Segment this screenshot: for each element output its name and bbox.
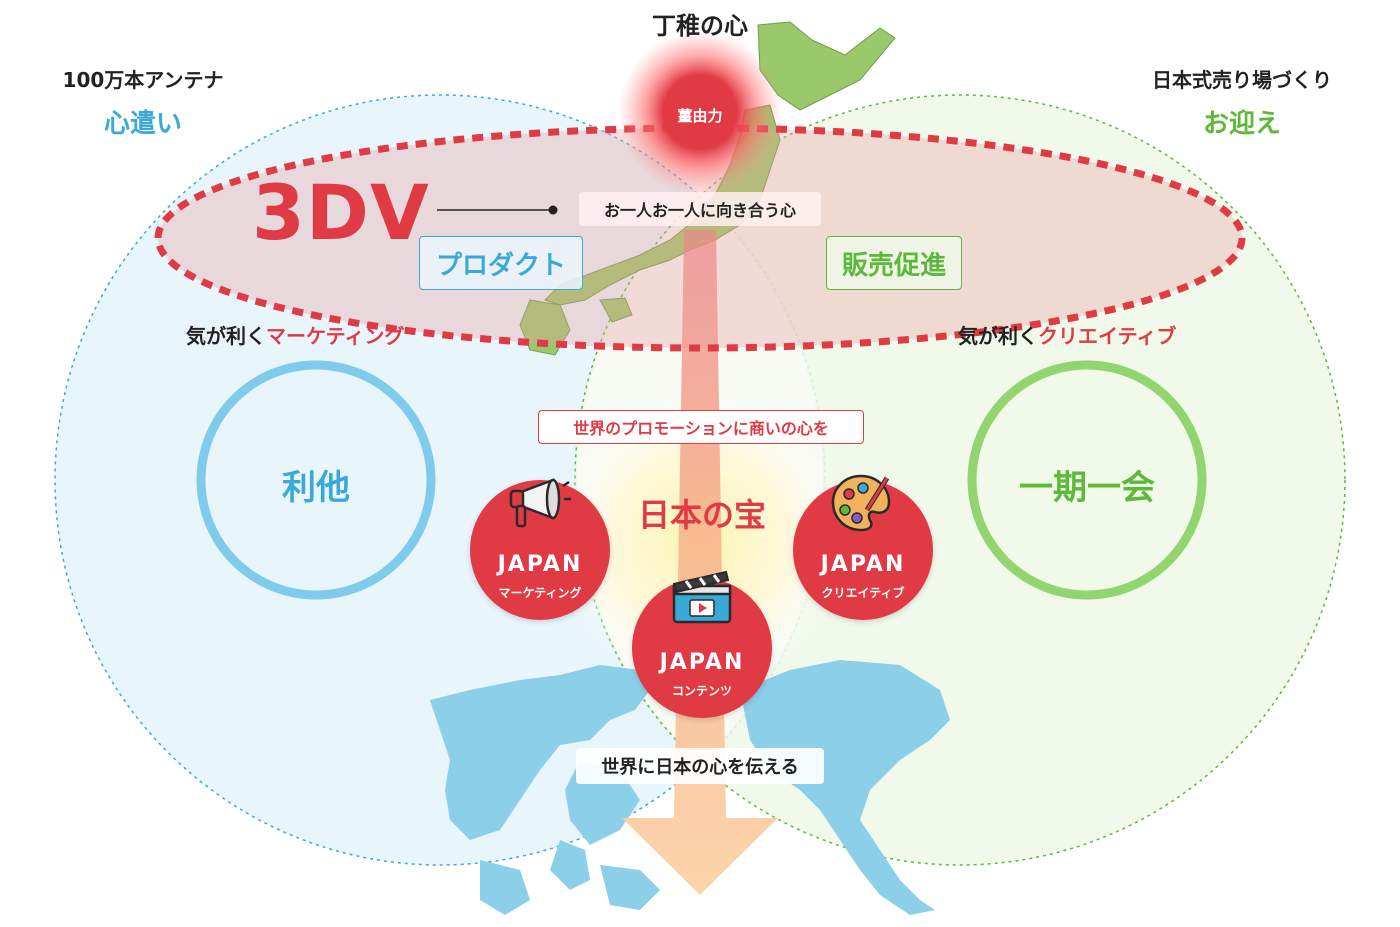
promo-label: 世界のプロモーションに商いの心を — [538, 410, 864, 444]
right-sub-prefix: 気が利く — [958, 324, 1038, 348]
connector-dot — [548, 205, 558, 215]
left-caption: 100万本アンテナ — [62, 68, 224, 92]
product-box: プロダクト — [419, 236, 583, 290]
badge-contents-sub: コンテンツ — [671, 684, 732, 698]
left-sub-highlight: マーケティング — [266, 324, 405, 348]
bottom-label: 世界に日本の心を伝える — [576, 748, 824, 784]
3dv-ellipse — [154, 124, 1246, 352]
core-label: 薑由力 — [677, 107, 723, 125]
clapperboard-icon — [672, 570, 732, 624]
right-ring — [967, 360, 1207, 600]
right-caption: 日本式売り場づくり — [1152, 68, 1332, 92]
badge-marketing-title: JAPAN — [497, 552, 583, 577]
promotion-box: 販売促進 — [826, 236, 962, 290]
down-arrow — [622, 230, 778, 895]
right-subtitle: 気が利くクリエイティブ — [958, 320, 1176, 349]
treasure-label: 日本の宝 — [637, 496, 767, 534]
core-glow — [618, 30, 782, 194]
right-heading: お迎え — [1202, 109, 1282, 139]
badge-creative: JAPAN クリエイティブ — [793, 474, 933, 620]
left-sub-prefix: 気が利く — [186, 324, 266, 348]
badge-creative-sub: クリエイティブ — [821, 586, 905, 600]
left-ring-label: 利他 — [282, 468, 350, 508]
badge-marketing-sub: マーケティング — [498, 586, 582, 600]
left-heading: 心遣い — [103, 109, 183, 139]
badge-contents: JAPAN コンテンツ — [632, 570, 772, 718]
right-ring-label: 一期一会 — [1019, 468, 1155, 508]
badge-creative-title: JAPAN — [820, 552, 906, 577]
top-title: 丁稚の心 — [652, 12, 748, 40]
badge-marketing: JAPAN マーケティング — [470, 478, 610, 620]
palette-icon — [831, 474, 891, 532]
left-subtitle: 気が利くマーケティング — [186, 320, 404, 349]
3dv-logo: 3DV — [252, 168, 430, 257]
badge-contents-title: JAPAN — [659, 650, 745, 675]
right-sub-highlight: クリエイティブ — [1038, 324, 1177, 348]
megaphone-icon — [509, 478, 571, 528]
left-ring — [196, 360, 436, 600]
tagline-pill: お一人お一人に向き合う心 — [579, 192, 821, 226]
